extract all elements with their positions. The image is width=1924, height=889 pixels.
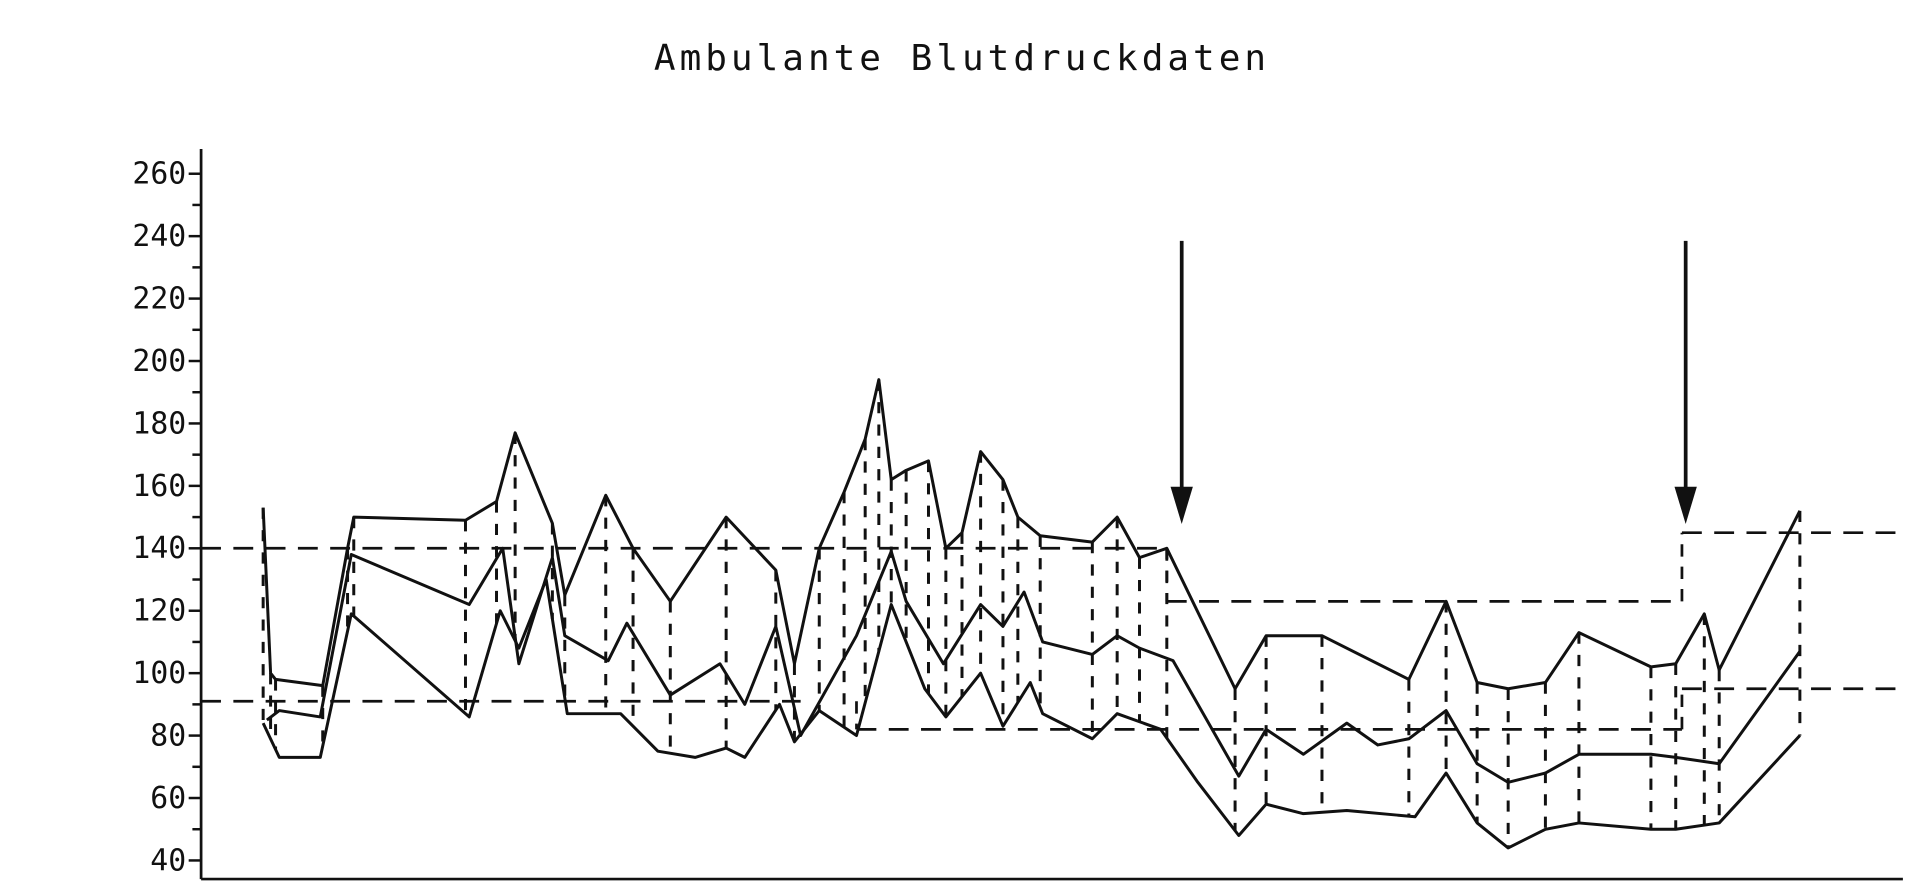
y-tick-label: 240: [132, 219, 186, 254]
y-tick-label: 40: [150, 843, 186, 878]
measurement-droplines: [261, 379, 1802, 848]
y-tick-label: 160: [132, 469, 186, 504]
series-mittel: [265, 546, 1802, 784]
arrow-head-icon: [1674, 486, 1697, 524]
series-diastolisch: [261, 577, 1801, 850]
y-tick-label: 140: [132, 531, 186, 566]
y-tick-label: 180: [132, 406, 186, 441]
annotation-arrows: [1170, 240, 1697, 524]
series-lines: [261, 378, 1802, 850]
series-systolisch: [261, 378, 1802, 691]
y-tick-label: 100: [132, 656, 186, 691]
axes: 40 60 80 100 120 140 160 180 200 220 240 260: [132, 148, 1903, 881]
arrow-head-icon: [1170, 486, 1193, 524]
y-tick-label: 120: [132, 594, 186, 629]
chart-title: Ambulante Blutdruckdaten: [653, 38, 1271, 79]
y-tick-label: 260: [132, 157, 186, 192]
y-tick-label: 80: [150, 719, 186, 754]
y-tick-label: 200: [132, 344, 186, 379]
y-tick-label: 60: [150, 781, 186, 816]
y-tick-label: 220: [132, 282, 186, 317]
